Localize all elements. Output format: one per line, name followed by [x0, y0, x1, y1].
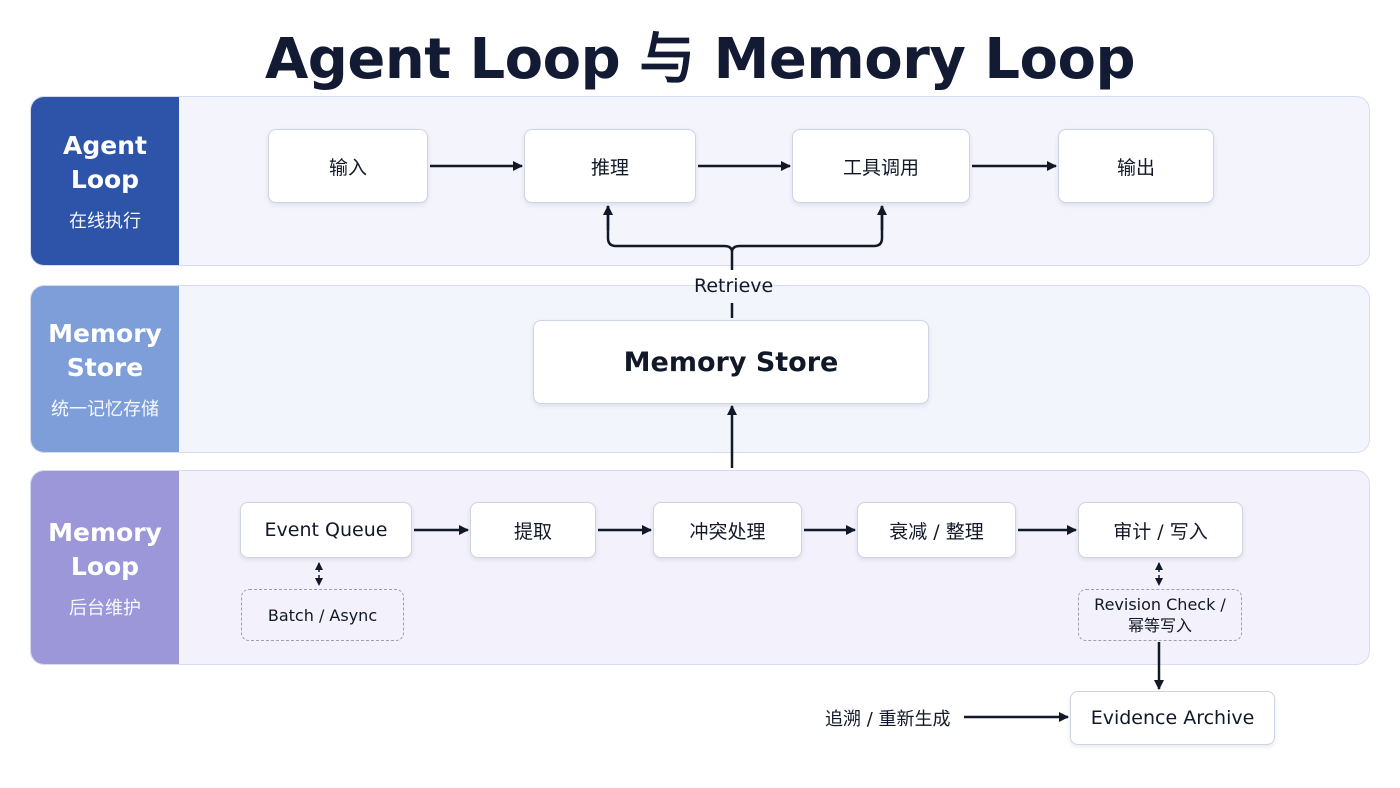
node-reasoning: 推理 — [524, 129, 696, 203]
node-decay: 衰减 / 整理 — [857, 502, 1016, 558]
revision-check-note: Revision Check / 幂等写入 — [1078, 589, 1242, 641]
evidence-archive-node: Evidence Archive — [1070, 691, 1275, 745]
node-audit: 审计 / 写入 — [1078, 502, 1243, 558]
memory-loop-title: Memory Loop — [48, 517, 162, 581]
retrieve-label: Retrieve — [694, 275, 774, 297]
memory-loop-subtitle: 后台维护 — [69, 597, 141, 619]
agent-loop-title: Agent Loop — [63, 131, 147, 194]
page-title: Agent Loop 与 Memory Loop — [264, 27, 1136, 92]
memory-loop-label: Memory Loop 后台维护 — [31, 471, 179, 664]
node-tool-call: 工具调用 — [792, 129, 970, 203]
batch-async-note: Batch / Async — [241, 589, 404, 641]
trace-regenerate-label: 追溯 / 重新生成 — [825, 709, 951, 730]
memory-store-label: Memory Store 统一记忆存储 — [31, 286, 179, 452]
memory-store-title: Memory Store — [48, 319, 162, 382]
node-input: 输入 — [268, 129, 428, 203]
memory-store-node: Memory Store — [533, 320, 929, 404]
node-extract: 提取 — [470, 502, 596, 558]
node-event-queue: Event Queue — [240, 502, 412, 558]
agent-loop-label: Agent Loop 在线执行 — [31, 97, 179, 265]
node-output: 输出 — [1058, 129, 1214, 203]
memory-store-subtitle: 统一记忆存储 — [51, 399, 159, 420]
retrieve-bracket — [606, 206, 884, 253]
agent-loop-subtitle: 在线执行 — [69, 211, 141, 232]
node-conflict: 冲突处理 — [653, 502, 802, 558]
